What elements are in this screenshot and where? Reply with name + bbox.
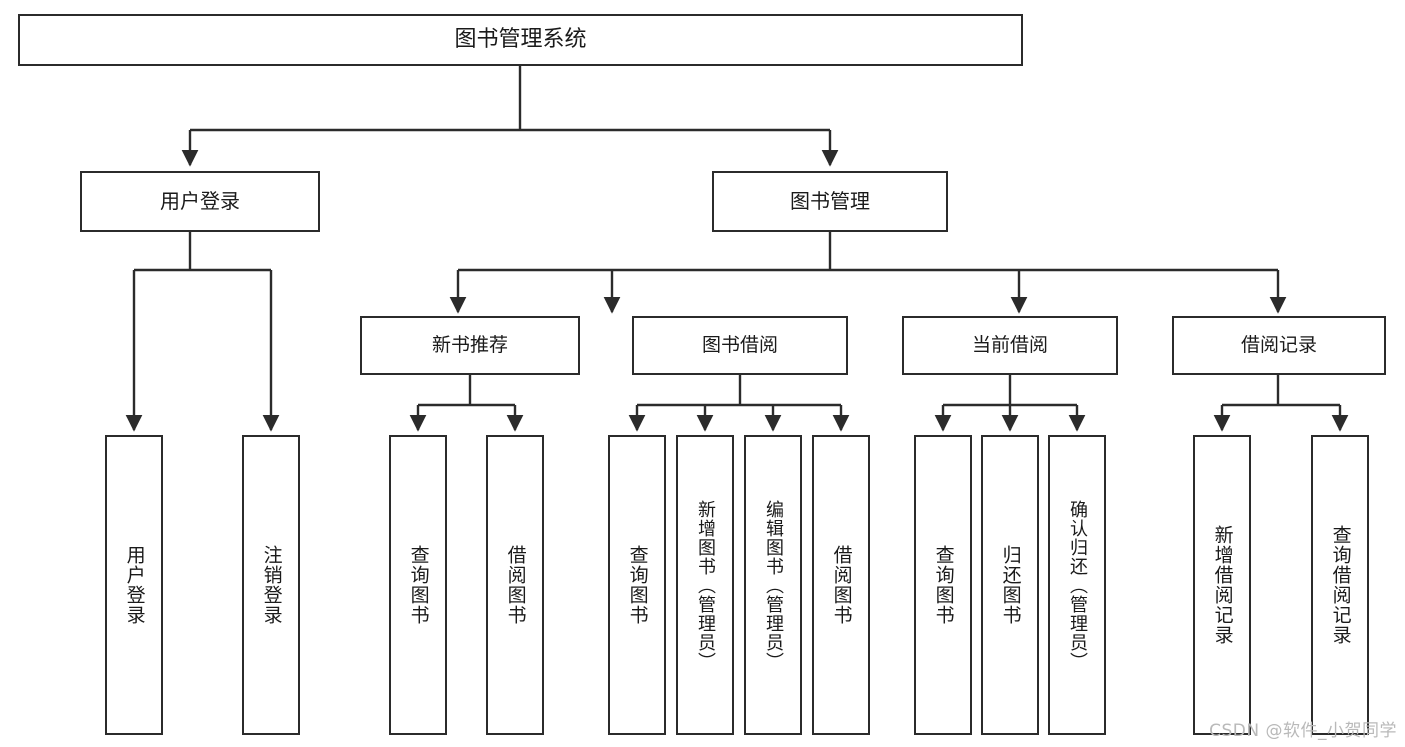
node-label: 新增借阅记录: [1211, 525, 1234, 645]
node-label: 图书借阅: [701, 333, 778, 356]
node-leaf-borrow-book-borrow[interactable]: 借阅图书: [812, 435, 870, 735]
node-borrow-record[interactable]: 借阅记录: [1172, 316, 1386, 375]
watermark-text: CSDN @软件_小贺同学: [1209, 721, 1397, 741]
node-label: 新增图书（管理员）: [694, 499, 716, 671]
node-book-management[interactable]: 图书管理: [712, 171, 948, 232]
node-leaf-edit-book-admin[interactable]: 编辑图书（管理员）: [744, 435, 802, 735]
node-label: 借阅图书: [504, 545, 527, 625]
node-label: 查询借阅记录: [1329, 525, 1352, 645]
node-label: 新书推荐: [431, 333, 508, 356]
node-leaf-add-borrow-record[interactable]: 新增借阅记录: [1193, 435, 1251, 735]
node-label: 编辑图书（管理员）: [762, 499, 784, 671]
node-label: 注销登录: [260, 545, 283, 625]
node-label: 用户登录: [160, 189, 240, 214]
node-leaf-user-logout[interactable]: 注销登录: [242, 435, 300, 735]
node-leaf-query-book-borrow[interactable]: 查询图书: [608, 435, 666, 735]
node-label: 当前借阅: [971, 333, 1048, 356]
node-leaf-add-book-admin[interactable]: 新增图书（管理员）: [676, 435, 734, 735]
node-label: 借阅记录: [1240, 333, 1317, 356]
node-new-book-recommend[interactable]: 新书推荐: [360, 316, 580, 375]
node-leaf-borrow-book-new[interactable]: 借阅图书: [486, 435, 544, 735]
node-label: 图书管理: [790, 189, 870, 214]
node-leaf-confirm-return-admin[interactable]: 确认归还（管理员）: [1048, 435, 1106, 735]
node-book-borrow[interactable]: 图书借阅: [632, 316, 848, 375]
node-label: 图书管理系统: [454, 26, 587, 52]
node-label: 查询图书: [407, 545, 430, 625]
node-label: 确认归还（管理员）: [1066, 499, 1088, 671]
node-label: 查询图书: [932, 545, 955, 625]
node-leaf-user-login[interactable]: 用户登录: [105, 435, 163, 735]
node-leaf-query-book-new[interactable]: 查询图书: [389, 435, 447, 735]
node-leaf-query-borrow-record[interactable]: 查询借阅记录: [1311, 435, 1369, 735]
node-root-book-management-system[interactable]: 图书管理系统: [18, 14, 1023, 66]
node-user-login[interactable]: 用户登录: [80, 171, 320, 232]
node-label: 查询图书: [626, 545, 649, 625]
node-label: 借阅图书: [830, 545, 853, 625]
node-leaf-query-book-current[interactable]: 查询图书: [914, 435, 972, 735]
node-leaf-return-book[interactable]: 归还图书: [981, 435, 1039, 735]
node-label: 归还图书: [999, 545, 1022, 625]
node-current-borrow[interactable]: 当前借阅: [902, 316, 1118, 375]
node-label: 用户登录: [123, 545, 146, 625]
